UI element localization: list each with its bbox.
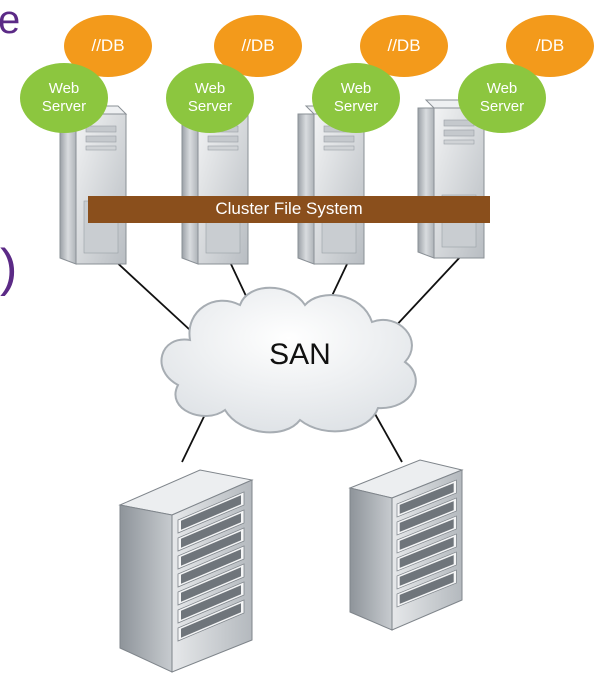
web-bubble <box>20 63 108 133</box>
db-bubble <box>506 15 594 77</box>
web-bubble <box>312 63 400 133</box>
db-bubble <box>214 15 302 77</box>
web-server-label-line2: Server <box>187 98 233 115</box>
web-server-label-line1: Web <box>194 80 226 97</box>
storage-rack-icon <box>118 469 254 673</box>
link-server3-san <box>329 261 349 301</box>
text-fragment-top: e <box>0 0 21 42</box>
db-label: //DB <box>91 36 125 55</box>
san-label: SAN <box>269 338 331 371</box>
web-server-label-line2: Server <box>41 98 87 115</box>
cluster-file-system-bar <box>88 196 490 223</box>
web-server-label-line1: Web <box>48 80 80 97</box>
cloud-icon <box>160 286 417 434</box>
web-server-label-line1: Web <box>340 80 372 97</box>
web-bubbles <box>20 63 546 133</box>
db-label: //DB <box>241 36 275 55</box>
web-server-label: Web Server <box>170 80 250 116</box>
db-bubbles <box>64 15 594 77</box>
text-fragment-middle: ) <box>0 239 18 297</box>
web-server-label: Web Server <box>24 80 104 116</box>
db-bubble <box>360 15 448 77</box>
web-bubble <box>166 63 254 133</box>
link-server1-san <box>111 257 191 331</box>
web-server-label-line1: Web <box>486 80 518 97</box>
cluster-file-system-label: Cluster File System <box>215 199 363 218</box>
db-label: /DB <box>535 36 565 55</box>
web-bubble <box>458 63 546 133</box>
web-server-label-line2: Server <box>479 98 525 115</box>
web-server-label-line2: Server <box>333 98 379 115</box>
web-server-label: Web Server <box>316 80 396 116</box>
link-server2-san <box>229 261 247 297</box>
link-server4-san <box>391 254 463 331</box>
db-label: //DB <box>387 36 421 55</box>
storage-rack-icon <box>348 459 464 631</box>
web-server-label: Web Server <box>462 80 542 116</box>
db-bubble <box>64 15 152 77</box>
